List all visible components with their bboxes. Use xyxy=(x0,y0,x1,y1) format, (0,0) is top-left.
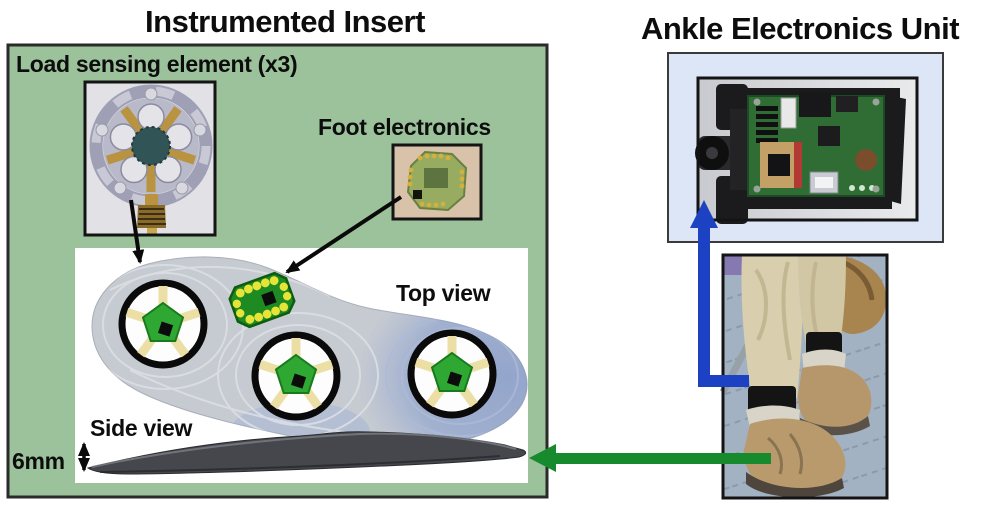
annotation-arrow-load-sensor xyxy=(129,199,145,264)
insole-top-view xyxy=(91,256,528,449)
load-cell-midfoot xyxy=(255,335,337,417)
insole-pcb xyxy=(228,271,296,329)
title-instrumented-insert: Instrumented Insert xyxy=(145,4,425,39)
label-load-sensing-element: Load sensing element (x3) xyxy=(16,51,298,77)
insole-side-view xyxy=(86,431,527,475)
green-arrow-boot-to-insole xyxy=(529,444,771,472)
annotation-arrow-foot-electronics xyxy=(285,195,403,274)
label-side-view: Side view xyxy=(90,415,193,441)
label-thickness-6mm: 6mm xyxy=(12,448,65,474)
label-top-view: Top view xyxy=(396,280,491,306)
ankle-electronics-photo xyxy=(695,76,919,224)
blue-arrow-boot-to-ankle-unit xyxy=(690,200,749,387)
load-cell-forefoot xyxy=(411,333,493,415)
instrumented-insert-panel xyxy=(6,43,549,499)
ankle-electronics-panel xyxy=(667,52,944,500)
load-sensor-photo xyxy=(83,80,217,237)
title-ankle-electronics-unit: Ankle Electronics Unit xyxy=(640,11,960,46)
foot-electronics-photo xyxy=(391,143,483,221)
load-cell-heel xyxy=(122,283,204,365)
label-foot-electronics: Foot electronics xyxy=(318,114,491,140)
